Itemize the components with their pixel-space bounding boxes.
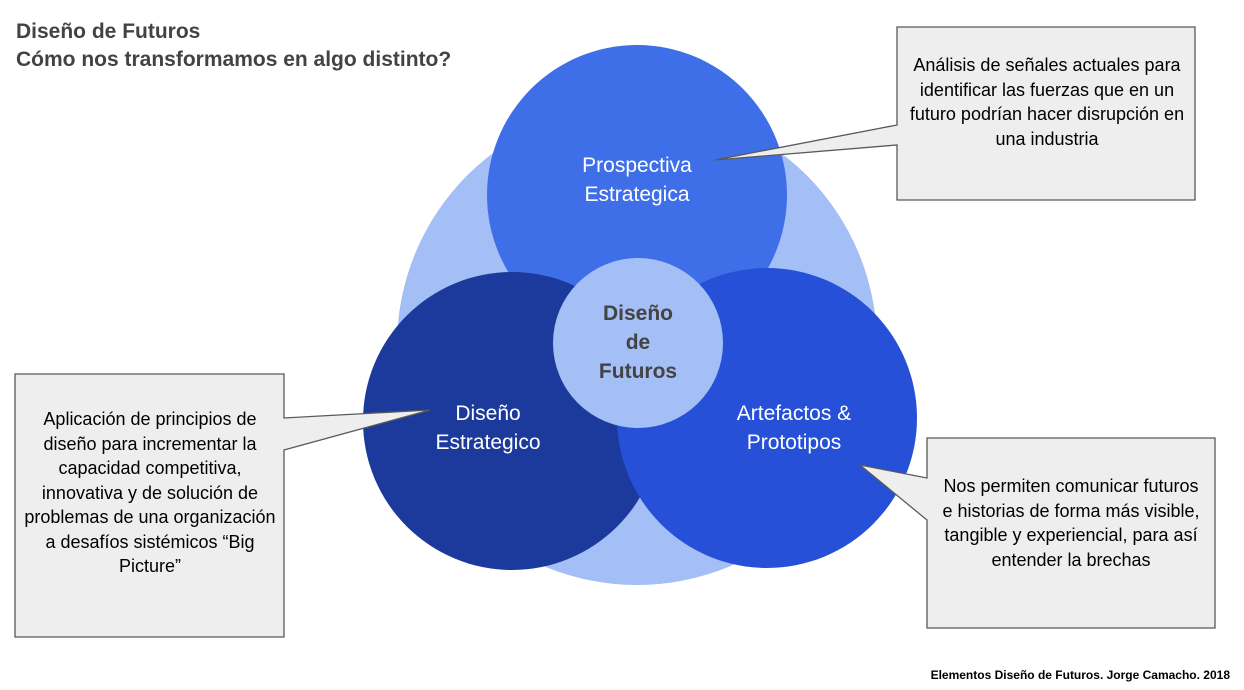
label-artefactos: Artefactos & Prototipos: [694, 399, 894, 457]
label-line: Prospectiva: [582, 154, 692, 177]
circle-center: [553, 258, 723, 428]
note-diseno-estrategico: Aplicación de principios de diseño para …: [24, 409, 276, 576]
title-line1: Diseño de Futuros: [16, 20, 201, 43]
note-prospectiva: Análisis de señales actuales para identi…: [909, 55, 1185, 149]
callout-left: [14, 373, 431, 638]
callout-right: [859, 437, 1216, 629]
label-line: de: [625, 331, 651, 354]
label-diseno-estrategico: Diseño Estrategico: [388, 399, 588, 457]
circle-prospectiva: [487, 45, 787, 345]
label-prospectiva: Prospectiva Estrategica: [537, 151, 737, 209]
label-line: Diseño: [602, 302, 673, 325]
label-line: Estrategico: [435, 431, 541, 454]
title-line2: Cómo nos transformamos en algo distinto?: [16, 48, 452, 71]
callout-top: [714, 26, 1196, 201]
label-line: Artefactos &: [736, 402, 852, 425]
label-line: Prototipos: [746, 431, 842, 454]
page-title: Diseño de Futuros Cómo nos transformamos…: [16, 18, 451, 74]
footer-credit: Elementos Diseño de Futuros. Jorge Camac…: [930, 668, 1230, 682]
label-line: Futuros: [598, 360, 678, 383]
note-artefactos: Nos permiten comunicar futuros e histori…: [942, 476, 1200, 570]
label-line: Estrategica: [584, 183, 690, 206]
label-center: Diseño de Futuros: [578, 299, 698, 386]
label-line: Diseño: [455, 402, 521, 425]
